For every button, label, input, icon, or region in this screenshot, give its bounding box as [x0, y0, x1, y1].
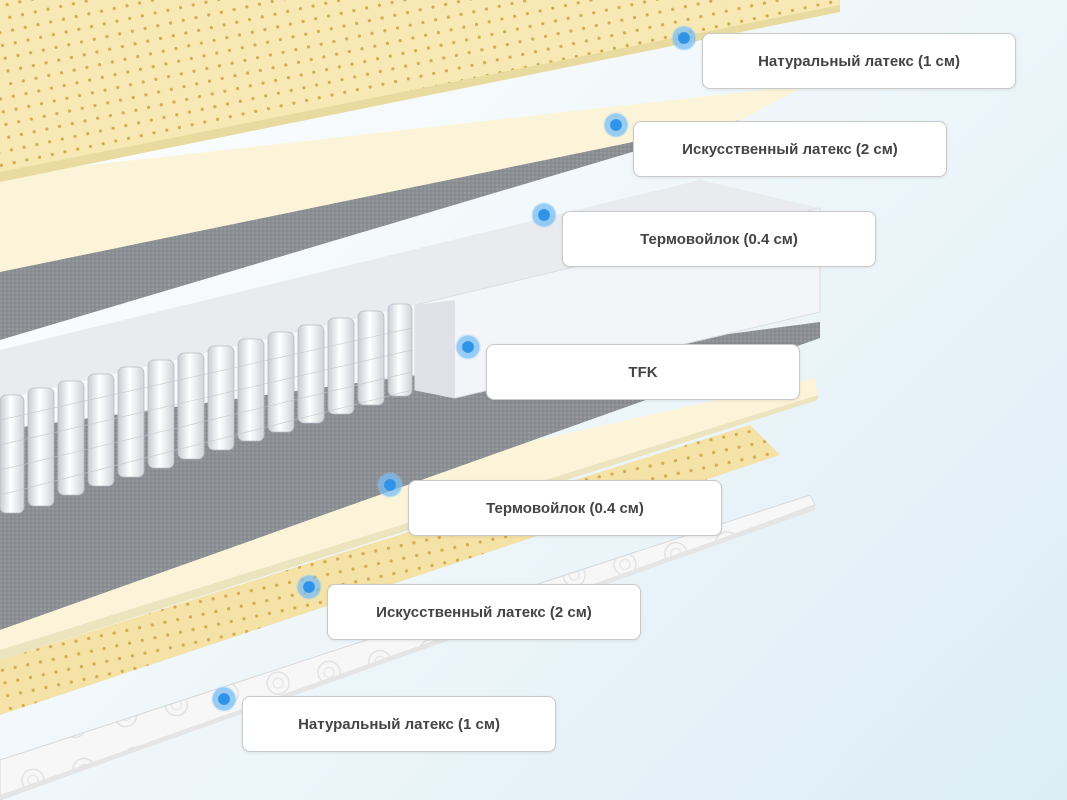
- layer-4-label: TFK: [486, 344, 800, 400]
- layer-7-marker: [211, 686, 237, 712]
- layer-6-label: Искусственный латекс (2 см): [327, 584, 641, 640]
- layer-5-marker: [377, 472, 403, 498]
- top-felt-layer: [0, 112, 740, 340]
- layer-7-label: Натуральный латекс (1 см): [242, 696, 556, 752]
- layer-3-label: Термовойлок (0.4 см): [562, 211, 876, 267]
- layer-4-marker: [455, 334, 481, 360]
- layer-1-label: Натуральный латекс (1 см): [702, 33, 1016, 89]
- spring-coils: [0, 303, 413, 514]
- layer-2-marker: [603, 112, 629, 138]
- layer-5-label: Термовойлок (0.4 см): [408, 480, 722, 536]
- layer-3-marker: [531, 202, 557, 228]
- layer-6-marker: [296, 574, 322, 600]
- layer-2-label: Искусственный латекс (2 см): [633, 121, 947, 177]
- layer-1-marker: [671, 25, 697, 51]
